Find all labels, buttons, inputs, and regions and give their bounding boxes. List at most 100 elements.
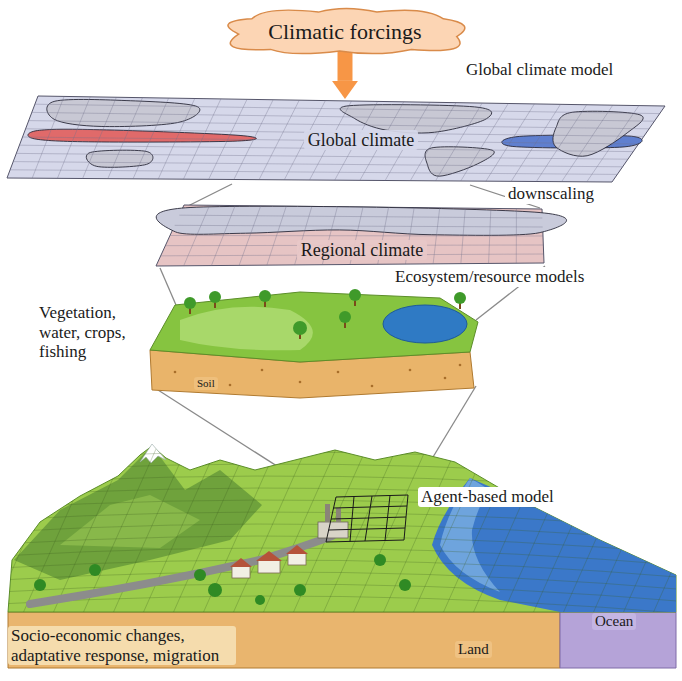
terrain-grid [0,464,682,482]
grid-line [179,215,542,218]
label-slot: Agent-based model [418,487,557,507]
house [256,551,282,561]
cloud-shape [228,9,465,54]
forcing-cloud: Climatic forcings [212,6,478,57]
tree [339,311,351,323]
forcing-arrow [338,51,353,81]
tree [454,292,466,304]
grid-line [170,235,543,237]
grid-line [175,225,543,227]
label-slot: Soil [194,373,218,391]
terrain-grid [0,452,682,470]
label-slot: Global climate model [463,60,616,80]
land-block [0,440,682,668]
terrain-grid [170,440,250,620]
terrain-grid [110,440,190,620]
tree [34,495,435,605]
label-slot: Ocean [592,612,636,630]
agent-grid [331,517,406,519]
terrain-grid [0,440,70,620]
terrain-grid [470,440,550,620]
terrain-grid [560,440,640,620]
tree [194,569,206,581]
tree [374,554,386,566]
label-slot: downscaling [505,184,597,204]
house [286,545,308,554]
model-label: Agent-based model [418,487,557,507]
terrain-grid [620,440,682,620]
tree [255,595,265,605]
tree [399,579,411,591]
house [288,553,306,565]
soil-dots [371,385,374,388]
road [30,536,332,604]
grid-line [29,121,649,129]
tree [184,297,196,309]
impact-label: Socio-economic changes, adaptative respo… [8,626,236,665]
resource-label: Vegetation, water, crops, fishing [36,303,141,362]
terrain-grid [440,440,520,620]
tree [349,289,361,301]
soil-dots [261,369,264,372]
land-surface [8,446,676,612]
process-label: downscaling [505,184,597,204]
node-title: Regional climate [297,240,427,261]
grid-line [32,112,655,121]
tree [259,290,271,302]
continent [425,147,494,176]
soil-dots [459,364,462,367]
label-slot: Land [455,640,492,658]
soil-dots [409,369,412,372]
continent [86,150,153,167]
tree [89,564,101,576]
ecosystem-block [150,289,478,398]
map-grid [161,205,544,265]
terrain-grid [0,440,40,620]
continent [553,111,643,156]
tree [34,579,46,591]
factory [325,504,330,522]
soil-face [8,612,560,668]
factory [336,508,341,522]
model-label: Ecosystem/resource models [392,267,587,287]
house [258,560,280,573]
soil-dots [444,377,447,380]
global-map-plane: Global climate [5,94,667,186]
ocean-face [560,612,676,668]
grid-line [16,153,628,159]
terrain-grid [590,440,670,620]
label-slot: Vegetation, water, crops, fishing [36,303,141,362]
grid-line [35,104,660,113]
projection-line [160,268,176,305]
meadow [180,307,313,351]
node-title: Global climate [304,130,418,151]
tree [184,289,466,339]
grid-line [10,170,617,175]
agent-grid [350,497,354,542]
label-slot: Socio-economic changes, adaptative respo… [8,626,236,665]
terrain-grid [530,440,610,620]
regional-map-plane: Regional climate [154,203,546,269]
terrain-grid [140,440,220,620]
grid-line [13,162,622,167]
terrain-grid [200,440,280,620]
map-plane [7,96,665,182]
region-label: Land [455,641,492,658]
terrain-grid [650,440,682,620]
tree [293,321,307,335]
tree [209,291,221,303]
house [230,558,252,567]
terrain-grid [500,440,580,620]
model-label: Global climate model [463,60,616,80]
agent-grid [334,506,408,508]
soil-dots [337,371,340,374]
soil-dots [229,384,232,387]
agent-grid [326,495,408,542]
tree [208,583,222,597]
tree [294,584,306,596]
soil-dots [174,371,177,374]
terrain-grid [0,440,682,620]
map-grid [10,96,660,181]
soil-dots [299,381,302,384]
house [232,566,250,578]
